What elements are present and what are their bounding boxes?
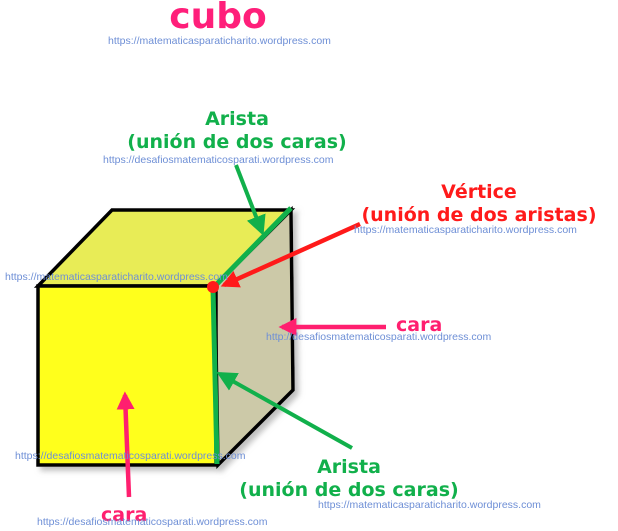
arista-top-arrow (234, 164, 266, 236)
vertice-label: Vértice (unión de dos aristas) (345, 181, 613, 227)
vertex-dot (207, 281, 219, 293)
watermark-3: https://matematicasparaticharito.wordpre… (354, 224, 577, 236)
watermark-2: https://desafiosmatematicosparati.wordpr… (103, 154, 334, 166)
arista-bottom-title: Arista (317, 456, 381, 478)
watermark-8: https://desafiosmatematicosparati.wordpr… (37, 516, 268, 528)
arista-bottom-subtitle: (unión de dos caras) (239, 479, 459, 501)
arista-top-subtitle: (unión de dos caras) (127, 131, 347, 153)
vertice-arrow (220, 221, 361, 288)
cara-bottom-label: cara (101, 504, 148, 526)
watermark-5: http://desafiosmatematicosparati.wordpre… (266, 331, 492, 343)
vertice-subtitle: (unión de dos aristas) (361, 204, 597, 226)
diagram-title: cubo (169, 0, 267, 37)
arista-top-label: Arista (unión de dos caras) (104, 108, 370, 154)
watermark-7: https://matematicasparaticharito.wordpre… (318, 499, 541, 511)
cara-bottom-arrow (116, 391, 135, 498)
watermark-1: https://matematicasparaticharito.wordpre… (108, 35, 331, 47)
cube (33, 205, 296, 470)
vertical-edge-highlight (210, 287, 220, 465)
arista-bottom-label: Arista (unión de dos caras) (226, 456, 472, 502)
watermark-6: https://desafiosmatematicosparati.wordpr… (15, 450, 246, 462)
watermark-4: https://matematicasparaticharito.wordpre… (5, 271, 228, 283)
arista-bottom-arrow (216, 372, 353, 450)
arista-top-title: Arista (205, 108, 269, 130)
vertice-title: Vértice (441, 181, 517, 203)
cara-right-label: cara (396, 314, 443, 336)
